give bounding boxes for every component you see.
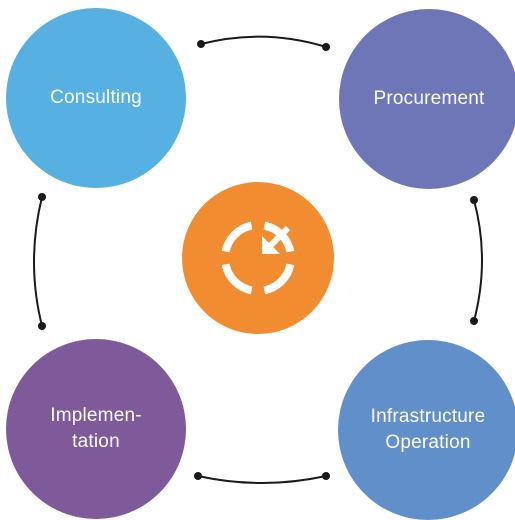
node-implementation-label: Implemen- tation [50, 405, 142, 452]
node-consulting: Consulting [6, 8, 186, 188]
cycle-refresh-icon [221, 221, 295, 295]
node-infrastructure-operation-label: Infrastructure Operation [370, 406, 486, 453]
center-hub [182, 182, 334, 334]
node-procurement: Procurement [339, 9, 515, 189]
node-consulting-label: Consulting [50, 87, 142, 108]
connector-bottom [194, 472, 330, 484]
connector-right [470, 196, 483, 325]
node-procurement-label: Procurement [373, 88, 485, 109]
connector-left [33, 193, 46, 330]
connector-top [197, 35, 330, 51]
node-implementation: Implemen- tation [6, 339, 186, 519]
node-infrastructure-operation: Infrastructure Operation [338, 340, 515, 520]
